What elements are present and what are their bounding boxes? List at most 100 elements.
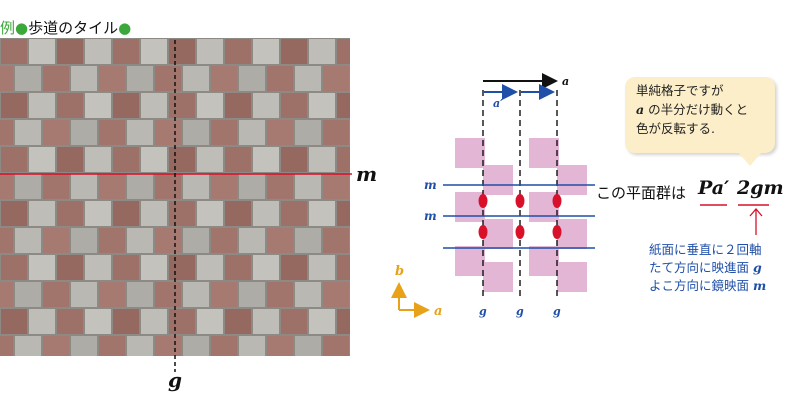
plane-group-symbol-right: 2gm xyxy=(737,177,784,199)
paving-tile xyxy=(43,174,69,199)
paving-tile xyxy=(85,201,111,226)
vector-a-label: a xyxy=(562,75,569,88)
pink-motif-right xyxy=(529,138,587,292)
paving-tile xyxy=(183,282,209,307)
pink-motif-left xyxy=(455,138,513,292)
paving-tile xyxy=(1,93,27,118)
paving-tile xyxy=(15,120,41,145)
paving-tile xyxy=(113,255,139,280)
paving-tile xyxy=(309,201,335,226)
paving-tile xyxy=(267,120,293,145)
paving-tile xyxy=(183,336,209,356)
paving-tile xyxy=(169,201,195,226)
paving-tile xyxy=(225,201,251,226)
paving-tile xyxy=(197,201,223,226)
paving-tile xyxy=(183,120,209,145)
notes-arrow-head xyxy=(749,208,763,217)
paving-tile xyxy=(57,93,83,118)
paving-tile xyxy=(323,336,349,356)
paving-tile xyxy=(127,120,153,145)
paving-tile xyxy=(337,201,350,226)
paving-tile xyxy=(127,66,153,91)
paving-tile xyxy=(281,201,307,226)
paving-tile xyxy=(1,39,27,64)
paving-tile xyxy=(141,255,167,280)
paving-tile xyxy=(85,93,111,118)
paving-tile xyxy=(29,93,55,118)
paving-tile xyxy=(211,174,237,199)
paving-tile xyxy=(239,336,265,356)
glide-label: g xyxy=(168,368,182,392)
paving-tile xyxy=(29,309,55,334)
callout-tail xyxy=(738,152,762,166)
paving-tile xyxy=(99,120,125,145)
example-header: 例●歩道のタイル● xyxy=(0,18,131,38)
paving-tile xyxy=(267,174,293,199)
paving-tile xyxy=(57,309,83,334)
paving-tile xyxy=(71,282,97,307)
vector-a-prime-label: a′ xyxy=(493,97,503,110)
paving-tile xyxy=(99,282,125,307)
paving-tile xyxy=(337,39,350,64)
paving-tile xyxy=(239,120,265,145)
paving-tile xyxy=(85,39,111,64)
glide-label-2: g xyxy=(516,305,524,318)
paving-tile xyxy=(57,39,83,64)
paving-tile xyxy=(155,66,181,91)
paving-tile xyxy=(281,309,307,334)
example-title: 歩道のタイル xyxy=(28,19,119,37)
paving-tile xyxy=(239,174,265,199)
callout-line-2: a の半分だけ動くと xyxy=(636,100,775,119)
paving-tile xyxy=(29,255,55,280)
paving-tile xyxy=(43,282,69,307)
paving-tile xyxy=(323,282,349,307)
paving-tile xyxy=(295,228,321,253)
paving-tile xyxy=(141,309,167,334)
paving-tile xyxy=(309,39,335,64)
paving-tile xyxy=(183,228,209,253)
paving-tile xyxy=(29,147,55,172)
axis-a-label: a xyxy=(434,304,442,319)
paving-tile xyxy=(85,147,111,172)
paving-tile xyxy=(169,39,195,64)
paving-tile xyxy=(281,147,307,172)
paving-tile xyxy=(197,39,223,64)
paving-tile xyxy=(0,66,13,91)
paving-tile xyxy=(155,174,181,199)
paving-tile xyxy=(85,255,111,280)
paving-tile xyxy=(225,93,251,118)
notes-line-2: たて方向に映進面 g xyxy=(649,259,766,277)
paving-tile xyxy=(43,66,69,91)
paving-tile xyxy=(253,255,279,280)
paving-tile xyxy=(113,39,139,64)
paving-tile xyxy=(239,282,265,307)
paving-tile xyxy=(211,120,237,145)
paving-tile xyxy=(183,66,209,91)
callout-line-2-text: の半分だけ動くと xyxy=(644,102,749,117)
notes-line-3: よこ方向に鏡映面 m xyxy=(649,277,766,295)
callout-vector-symbol: a xyxy=(636,102,645,117)
paving-tile xyxy=(253,309,279,334)
plane-group-symbol-left: Pa′ xyxy=(698,177,730,199)
paving-tile xyxy=(99,174,125,199)
paving-tile xyxy=(267,66,293,91)
twofold-axis-markers xyxy=(478,194,562,239)
notes-line-1: 紙面に垂直に２回軸 xyxy=(649,242,762,257)
paving-tile xyxy=(225,255,251,280)
paving-tile xyxy=(337,147,350,172)
paving-tile xyxy=(127,174,153,199)
paving-tile xyxy=(197,309,223,334)
paving-tile xyxy=(99,336,125,356)
paving-tile xyxy=(225,309,251,334)
paving-tile xyxy=(15,336,41,356)
paving-tile xyxy=(155,120,181,145)
paving-tile xyxy=(71,174,97,199)
paving-tile xyxy=(253,147,279,172)
paving-tile xyxy=(15,174,41,199)
paving-tile xyxy=(43,120,69,145)
paving-tile xyxy=(0,120,13,145)
paving-tile xyxy=(295,120,321,145)
bullet-icon: ● xyxy=(118,19,132,37)
